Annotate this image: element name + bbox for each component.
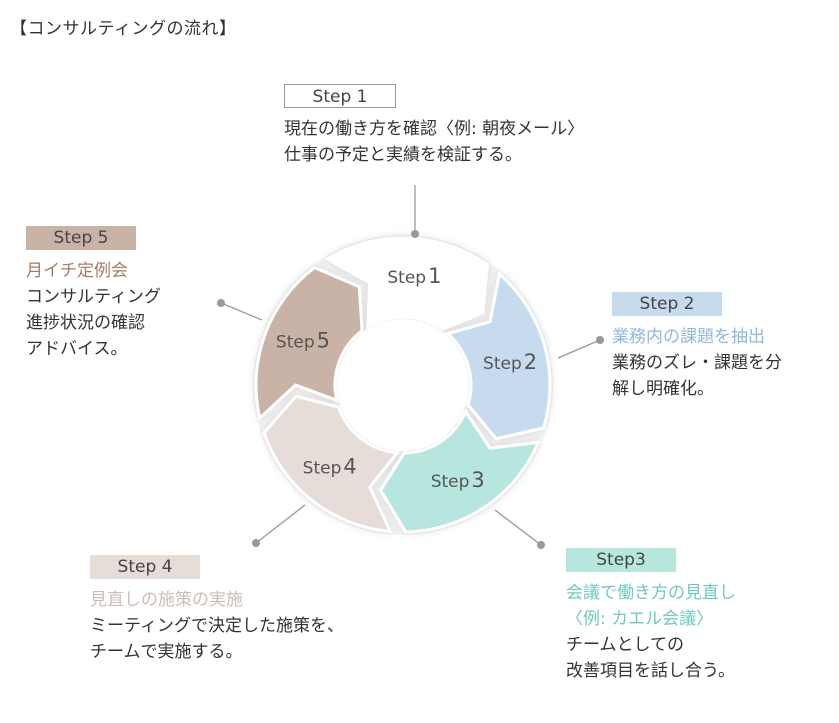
step4-caption: 見直しの施策の実施	[90, 590, 243, 610]
step2-caption: 業務内の課題を抽出	[612, 327, 765, 347]
segment-label-step5: Step5	[276, 328, 330, 352]
step3-line-2: 改善項目を話し合う。	[566, 661, 735, 681]
step3-badge: Step3	[566, 548, 676, 572]
segment-label-step3: Step3	[431, 468, 485, 492]
step4-line-2: チームで実施する。	[90, 642, 243, 662]
step5-badge: Step 5	[26, 226, 136, 250]
step5-line-2: 進捗状況の確認	[26, 313, 145, 333]
step2-line-2: 解し明確化。	[612, 379, 714, 399]
step3-line-1: チームとしての	[566, 635, 684, 655]
step1-line-1: 現在の働き方を確認〈例: 朝夜メール〉	[284, 119, 585, 139]
step2-description: 業務内の課題を抽出 業務のズレ・課題を分 解し明確化。	[612, 324, 782, 402]
connectors	[217, 185, 604, 549]
connector-dot-step5	[217, 299, 225, 307]
connector-step4	[255, 504, 306, 544]
step1-description: 現在の働き方を確認〈例: 朝夜メール〉 仕事の予定と実績を検証する。	[284, 116, 584, 168]
step4-badge: Step 4	[90, 555, 200, 579]
step1-line-2: 仕事の予定と実績を検証する。	[284, 145, 522, 165]
ring-center	[337, 319, 469, 451]
connector-step2	[557, 339, 601, 359]
segment-label-step4: Step4	[303, 454, 357, 478]
step3-caption: 会議で働き方の見直し	[566, 583, 736, 603]
ring-segment-step1	[324, 236, 489, 331]
step4-line-1: ミーティングで決定した施策を、	[90, 616, 344, 636]
connector-dot-step1	[411, 230, 419, 238]
connector-step3	[494, 509, 542, 546]
step5-caption: 月イチ定例会	[26, 261, 128, 281]
step5-line-1: コンサルティング	[26, 287, 161, 307]
segment-label-step1: Step1	[387, 264, 441, 288]
segment-label-step2: Step2	[483, 350, 537, 374]
step5-description: 月イチ定例会 コンサルティング 進捗状況の確認 アドバイス。	[26, 258, 161, 362]
step3-caption-example: 〈例: カエル会議〉	[566, 609, 714, 629]
step4-description: 見直しの施策の実施 ミーティングで決定した施策を、 チームで実施する。	[90, 587, 344, 665]
connector-step5	[220, 302, 263, 321]
connector-dot-step3	[537, 541, 545, 549]
ring-segment-step3	[378, 408, 541, 534]
step5-line-3: アドバイス。	[26, 339, 128, 359]
connector-dot-step2	[596, 336, 604, 344]
ring-segment-step2	[444, 271, 552, 441]
ring-segment-step4	[262, 394, 400, 534]
ring-segment-step5	[254, 265, 364, 421]
connector-dot-step4	[252, 539, 260, 547]
step2-line-1: 業務のズレ・課題を分	[612, 353, 782, 373]
step1-badge: Step 1	[284, 84, 396, 108]
step3-description: 会議で働き方の見直し 〈例: カエル会議〉 チームとしての 改善項目を話し合う。	[566, 580, 736, 684]
page-title: 【コンサルティングの流れ】	[10, 19, 237, 39]
step2-badge: Step 2	[612, 292, 722, 316]
